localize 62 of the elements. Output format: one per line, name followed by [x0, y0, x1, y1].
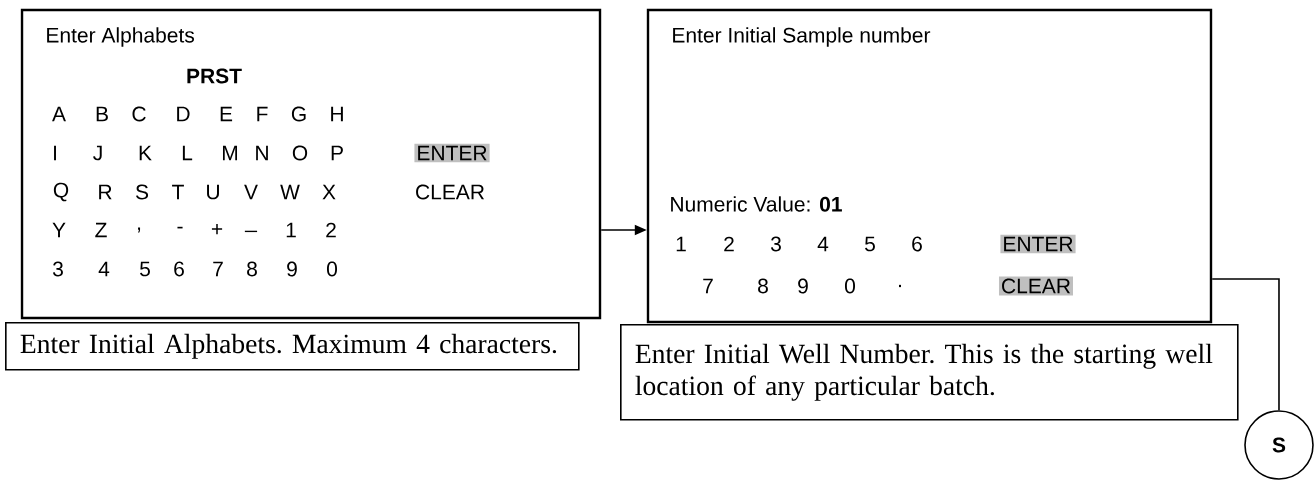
key-label: M: [223, 145, 237, 161]
key-label: CLEAR: [416, 184, 484, 200]
key-label: 3: [52, 261, 63, 277]
key-label: 3: [770, 236, 781, 252]
key-label: 4: [98, 261, 110, 277]
key-label: X: [322, 184, 336, 200]
key-label: 9: [287, 261, 297, 277]
key-label: R: [99, 184, 112, 200]
key-label: A: [52, 106, 66, 122]
key-label: 2: [724, 236, 734, 252]
key-label: V: [244, 184, 258, 200]
key-label: -: [177, 226, 183, 229]
key-label: W: [280, 184, 300, 200]
key-label: 8: [247, 261, 257, 277]
key-button: CLEAR: [999, 276, 1073, 296]
key-label: P: [331, 145, 343, 161]
key-label: Y: [52, 222, 66, 238]
key-label: 0: [845, 278, 855, 294]
key-label: S: [135, 184, 149, 200]
key-label: F: [257, 106, 268, 122]
key-label: U: [207, 184, 219, 200]
key-label: ,: [138, 227, 141, 233]
key-label: 6: [174, 261, 184, 277]
key-label: E: [220, 106, 233, 122]
key-label: Q: [53, 182, 69, 202]
key-label: 0: [327, 261, 337, 277]
key-label: O: [292, 145, 308, 161]
caption-box: Enter Initial Well Number. This is the starting well location of any particular batch.: [620, 324, 1239, 421]
screen-title: Enter Alphabets: [47, 27, 195, 47]
key-button: ENTER: [414, 143, 490, 163]
key-label: 5: [140, 261, 150, 277]
connector-line: [1211, 278, 1280, 411]
key-label: L: [182, 145, 193, 161]
key-label: D: [177, 106, 190, 122]
key-label: 5: [865, 236, 875, 252]
key-label: 6: [912, 236, 922, 252]
entered-text: PRST: [187, 68, 242, 84]
key-label: T: [172, 184, 184, 200]
key-label: N: [256, 145, 268, 161]
key-label: 7: [703, 278, 713, 294]
key-label: 2: [326, 222, 336, 238]
key-label: B: [96, 106, 108, 122]
key-label: 1: [676, 236, 686, 252]
key-label: _: [244, 230, 258, 233]
key-label: G: [291, 106, 306, 122]
key-label: I: [54, 145, 56, 161]
key-label: 9: [798, 278, 808, 294]
key-button: ENTER: [1000, 234, 1076, 254]
screen-title: Enter Initial Sample number: [673, 27, 931, 47]
key-label: 8: [758, 278, 768, 294]
caption-box: Enter Initial Alphabets. Maximum 4 characters.: [5, 322, 580, 371]
key-label: H: [331, 106, 343, 122]
key-label: 1: [286, 222, 296, 238]
key-label: J: [93, 145, 102, 161]
key-label: .: [899, 284, 901, 288]
key-label: C: [132, 106, 146, 122]
key-label: Z: [95, 222, 107, 238]
key-label: 7: [213, 261, 223, 277]
value-readout: Numeric Value: 01: [671, 196, 842, 212]
key-label: 4: [817, 236, 829, 252]
key-label: +: [211, 223, 223, 235]
key-label: K: [139, 145, 152, 161]
